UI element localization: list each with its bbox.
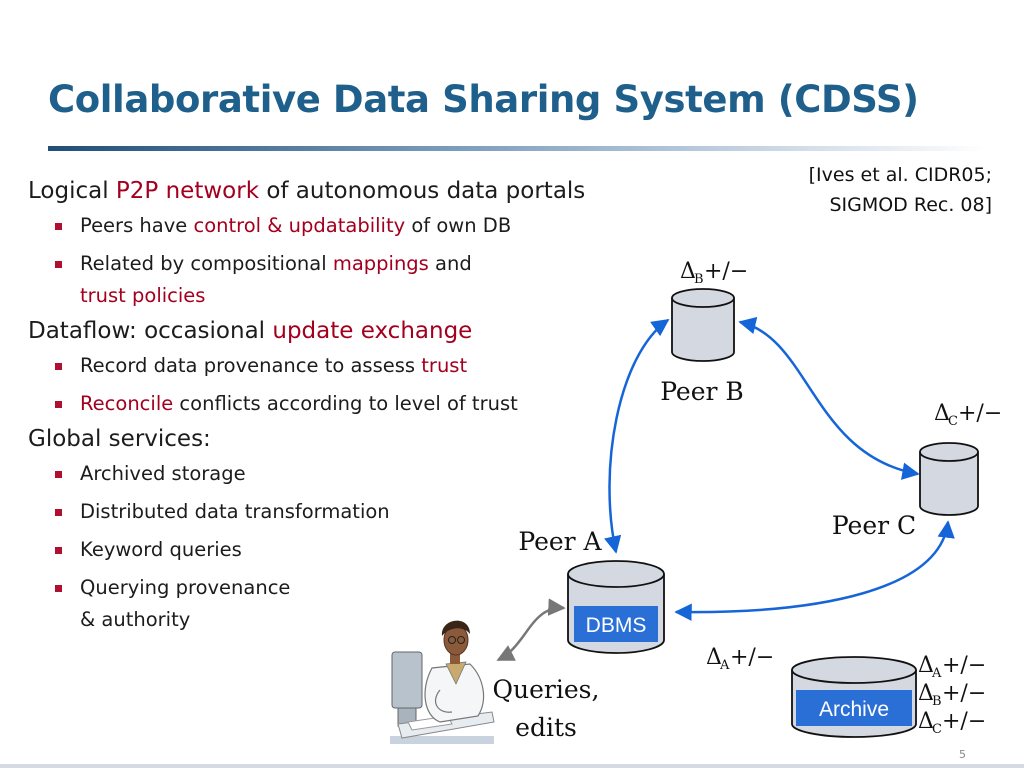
bullet-text: Querying provenance [80,576,291,599]
highlight-trust-policies: trust policies [80,284,206,307]
page-title: Collaborative Data Sharing System (CDSS) [48,78,919,121]
queries-label-line-2: edits [515,713,577,742]
delta-suffix: +/− [942,681,986,706]
sub-bullet-distributed-transformation: Distributed data transformation [28,496,648,528]
highlight-mappings: mappings [332,252,429,275]
page-number: 5 [959,748,966,761]
citation-line-2: SIGMOD Rec. 08] [829,194,992,216]
bullet-square [55,471,62,478]
arrow-peer-a-to-b [604,318,670,554]
title-divider [48,146,988,151]
delta-symbol: Δ [918,681,934,706]
highlight-trust: trust [421,354,468,377]
archive-delta-b: Δ B +/− [918,681,986,709]
sub-bullet-control: Peers have control & updatability of own… [28,210,648,242]
peer-a-label: Peer A [518,527,602,556]
bullet-square [55,585,62,592]
highlight-network: network [165,178,260,204]
highlight-p2p: P2P [115,178,159,204]
bullet-square [55,509,62,516]
highlight-update-exchange: update exchange [272,318,473,344]
delta-suffix: +/− [942,709,986,734]
bullet-text: Peers have [80,214,194,237]
delta-suffix: +/− [942,653,986,678]
bullet-text: of autonomous data portals [259,178,586,204]
sub-bullet-mappings: Related by compositional mappings and tru… [28,248,648,312]
footer-divider [0,764,1024,768]
bullet-text: Logical [28,178,116,204]
bullet-square [55,223,62,230]
bullet-p2p-network: Logical P2P network of autonomous data p… [28,178,648,204]
bullet-global-services: Global services: [28,426,211,452]
delta-subscript: C [948,414,958,429]
archive-label: Archive [819,698,889,721]
bullet-square [55,261,62,268]
delta-symbol: Δ [934,401,950,426]
bullet-text: Related by compositional [80,252,333,275]
bullet-text: Archived storage [80,462,246,485]
sub-bullet-reconcile: Reconcile conflicts according to level o… [28,388,648,420]
delta-symbol: Δ [918,653,934,678]
arrow-user-to-dbms [496,598,566,662]
arrow-peer-c-to-a [674,520,955,621]
delta-subscript: A [931,666,942,681]
bullet-text: Record data provenance to assess [80,354,422,377]
bullet-text: Dataflow: occasional [28,318,273,344]
dbms-database-icon [567,560,665,654]
arrow-peer-b-to-c [738,317,920,480]
person-at-computer-icon [390,620,495,744]
bullet-square [55,547,62,554]
dbms-label: DBMS [586,614,647,637]
sub-bullet-provenance: Record data provenance to assess trust [28,350,648,382]
bullet-text: and [428,252,472,275]
delta-suffix: +/− [958,401,1002,426]
peer-c-label: Peer C [832,511,916,540]
delta-symbol: Δ [680,259,696,284]
citation-line-1: [Ives et al. CIDR05; [808,164,992,186]
delta-subscript: B [932,694,942,709]
delta-a-update: Δ A +/− [706,645,774,673]
highlight-control: control & updatability [193,214,406,237]
bullet-list: Logical P2P network of autonomous data p… [28,178,648,642]
bullet-text: & authority [80,608,191,631]
bullet-dataflow: Dataflow: occasional update exchange [28,318,648,344]
bullet-text: Keyword queries [80,538,242,561]
delta-suffix: +/− [730,645,774,670]
delta-c-update: Δ C +/− [934,401,1002,429]
bullet-square [55,363,62,370]
delta-symbol: Δ [918,709,934,734]
sub-bullet-keyword-queries: Keyword queries [28,534,648,566]
bullet-text: conflicts according to level of trust [173,392,518,415]
peer-b-database-icon [671,288,735,362]
delta-subscript: A [719,658,730,673]
delta-subscript: C [932,722,942,737]
sub-bullet-archived-storage: Archived storage [28,458,648,490]
delta-b-update: Δ B +/− [680,259,748,287]
highlight-reconcile: Reconcile [80,392,174,415]
bullet-text: Distributed data transformation [80,500,390,523]
bullet-square [55,401,62,408]
sub-bullet-querying-provenance: Querying provenance & authority [28,572,648,636]
archive-delta-a: Δ A +/− [918,653,986,681]
peer-c-database-icon [919,442,979,516]
archive-delta-c: Δ C +/− [918,709,986,737]
delta-suffix: +/− [704,259,748,284]
delta-symbol: Δ [706,645,722,670]
peer-b-label: Peer B [660,377,744,406]
archive-database-icon [791,656,917,738]
queries-label-line-1: Queries, [493,675,600,704]
bullet-text: of own DB [405,214,512,237]
citation: [Ives et al. CIDR05; SIGMOD Rec. 08] [809,160,992,220]
delta-subscript: B [694,272,704,287]
